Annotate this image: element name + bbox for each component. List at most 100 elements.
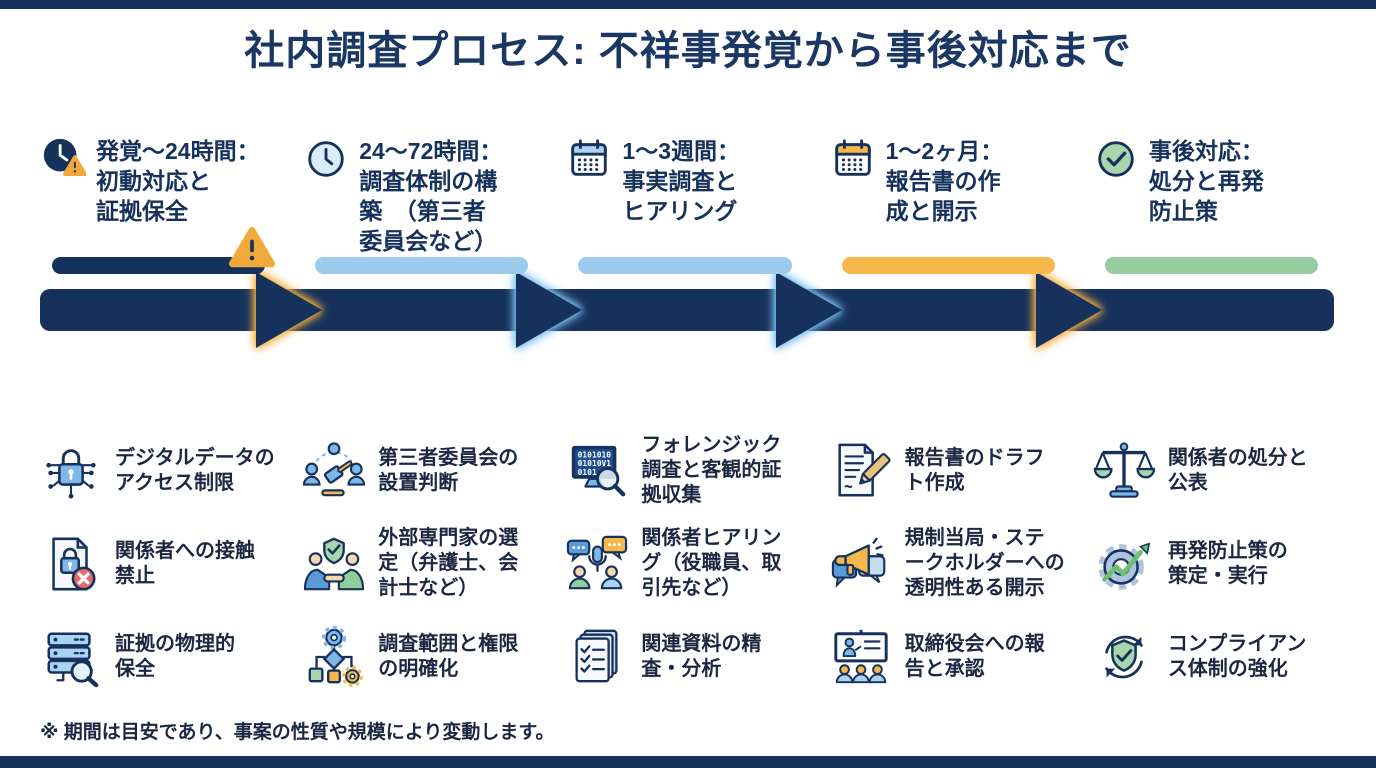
phase-heading-line: 証拠保全: [96, 198, 188, 224]
top-border-bar: [0, 0, 1376, 9]
timeline-arrowhead-icon: [516, 272, 582, 348]
interview-mic-icon: [566, 533, 628, 595]
item-label: 関係者ヒアリング（役職員、取引先など）: [641, 526, 781, 601]
phase-4-duration-bar: [841, 257, 1055, 274]
list-item: 関連資料の精査・分析: [566, 610, 809, 703]
item-label-line: 引先など）: [641, 577, 742, 599]
phase-heading-line: 成と開示: [885, 198, 978, 224]
phase-heading-line: 事実調査と: [622, 168, 738, 194]
footer-disclaimer: ※ 期間は目安であり、事案の性質や規模により変動します。: [40, 722, 555, 743]
item-label: 関係者への接触禁止: [115, 539, 255, 589]
item-label: 証拠の物理的保全: [115, 632, 235, 682]
list-item: 報告書のドラフト作成: [830, 424, 1073, 517]
phase-1-column: 発覚〜24時間：初動対応と証拠保全デジタルデータのアクセス制限関係者への接触禁止…: [40, 136, 283, 706]
item-label-line: 取締役会への報: [904, 632, 1045, 655]
phase-heading-line: 1〜3週間：: [622, 138, 740, 164]
item-label-line: 報告書のドラフ: [904, 446, 1045, 469]
phase-2-duration-bar: [315, 257, 529, 274]
item-label: 取締役会への報告と承認: [905, 632, 1045, 682]
svg-text:0101: 0101: [578, 467, 597, 476]
item-label-line: 関係者への接触: [115, 539, 255, 562]
flowchart-gear-icon: [303, 625, 365, 688]
item-label-line: 規制当局・ステ: [904, 527, 1045, 549]
timeline-arrowhead-icon: [1036, 272, 1102, 348]
phase-4-items: 報告書のドラフト作成規制当局・ステークホルダーへの透明性ある開示取締役会への報告…: [830, 424, 1073, 703]
item-label-line: 関連資料の精: [641, 632, 762, 655]
justice-scales-icon: [1093, 440, 1155, 502]
item-label: コンプライアンス体制の強化: [1168, 632, 1307, 682]
item-label-line: デジタルデータの: [115, 446, 275, 469]
phase-heading-line: 初動対応と: [96, 168, 211, 194]
item-label: デジタルデータのアクセス制限: [115, 446, 275, 496]
shield-refresh-icon: [1093, 626, 1155, 688]
list-item: 取締役会への報告と承認: [830, 610, 1073, 703]
phase-1-items: デジタルデータのアクセス制限関係者への接触禁止証拠の物理的保全: [40, 424, 283, 703]
phase-heading-line: 委員会など）: [359, 228, 498, 254]
phase-heading-line: 調査体制の構: [359, 168, 498, 194]
item-label: 規制当局・ステークホルダーへの透明性ある開示: [905, 526, 1065, 601]
svg-text:01010V1: 01010V1: [578, 459, 612, 468]
item-label-line: 調査範囲と権限: [378, 632, 519, 655]
list-item: 規制当局・ステークホルダーへの透明性ある開示: [830, 517, 1073, 610]
item-label: 調査範囲と権限の明確化: [378, 632, 518, 682]
phase-2-header: 24〜72時間：調査体制の構築 （第三者委員会など）: [303, 136, 546, 262]
item-label-line: 計士など）: [378, 577, 479, 599]
phase-2-items: 第三者委員会の設置判断外部専門家の選定（弁護士、会計士など） 調査範囲と権限の明確…: [303, 424, 546, 703]
item-label-line: 禁止: [115, 564, 155, 587]
item-label-line: フォレンジック: [641, 434, 782, 456]
calendar-orange-icon: [830, 136, 876, 182]
bottom-border-bar: [0, 756, 1376, 768]
item-label-line: 証拠の物理的: [115, 632, 235, 655]
phase-5-header: 事後対応： 処分と再発防止策: [1093, 136, 1336, 262]
item-label-line: ト作成: [904, 471, 965, 494]
phase-2-column: 24〜72時間：調査体制の構築 （第三者委員会など） 第三者委員会の設置判断外部専…: [303, 136, 546, 706]
checklist-docs-icon: [566, 626, 628, 688]
item-label-line: の明確化: [378, 657, 459, 680]
item-label-line: 関係者ヒアリン: [641, 527, 782, 549]
committee-gavel-icon: [303, 440, 366, 502]
list-item: 証拠の物理的保全: [40, 610, 283, 703]
timeline-arrowhead-icon: [776, 272, 842, 348]
phase-5-duration-bar: [1104, 257, 1319, 274]
item-label: 再発防止策の策定・実行: [1168, 539, 1288, 589]
item-label-line: 策定・実行: [1167, 564, 1268, 587]
phase-heading-line: 防止策: [1148, 198, 1218, 224]
phase-heading-line: 発覚〜24時間：: [96, 138, 260, 164]
check-circle-icon: [1093, 136, 1139, 182]
report-draft-icon: [830, 440, 892, 502]
phase-heading-line: 事後対応：: [1148, 138, 1264, 164]
item-label-line: 査・分析: [641, 657, 722, 680]
item-label-line: 定（弁護士、会: [378, 552, 519, 574]
list-item: 再発防止策の策定・実行: [1093, 517, 1336, 610]
phase-3-duration-bar: [578, 257, 792, 274]
board-presentation-icon: [830, 626, 892, 688]
list-item: コンプライアンス体制の強化: [1093, 610, 1336, 703]
phase-1-header: 発覚〜24時間： 初動対応と証拠保全: [40, 136, 283, 262]
phase-5-items: 関係者の処分と公表再発防止策の策定・実行コンプライアンス体制の強化: [1093, 424, 1336, 703]
phase-4-header: 1〜2ヶ月：報告書の作成と開示: [830, 136, 1073, 262]
item-label-line: 再発防止策の: [1167, 539, 1288, 562]
item-label-line: 関係者の処分と: [1167, 446, 1308, 469]
svg-text:0101010: 0101010: [578, 450, 612, 459]
item-label-line: 外部専門家の選: [378, 527, 519, 549]
arrowhead-shape: [516, 272, 582, 348]
item-label-line: ス体制の強化: [1167, 657, 1288, 680]
item-label-line: 保全: [115, 657, 155, 680]
megaphone-icon: [830, 533, 892, 595]
phase-4-column: 1〜2ヶ月：報告書の作成と開示報告書のドラフト作成規制当局・ステークホルダーへの…: [830, 136, 1073, 706]
cyber-lock-icon: [40, 440, 102, 502]
list-item: 第三者委員会の設置判断: [303, 424, 546, 517]
item-label-line: 拠収集: [641, 484, 702, 506]
item-label-line: 設置判断: [378, 471, 459, 494]
server-search-icon: [40, 626, 102, 688]
list-item: デジタルデータのアクセス制限: [40, 424, 283, 517]
arrowhead-shape: [1036, 272, 1102, 348]
phase-heading-line: 処分と再発: [1148, 168, 1264, 194]
list-item: 関係者への接触禁止: [40, 517, 283, 610]
phase-columns: 発覚〜24時間：初動対応と証拠保全デジタルデータのアクセス制限関係者への接触禁止…: [40, 136, 1336, 706]
item-label: 関係者の処分と公表: [1168, 446, 1308, 496]
document-lock-ban-icon: [40, 533, 102, 595]
